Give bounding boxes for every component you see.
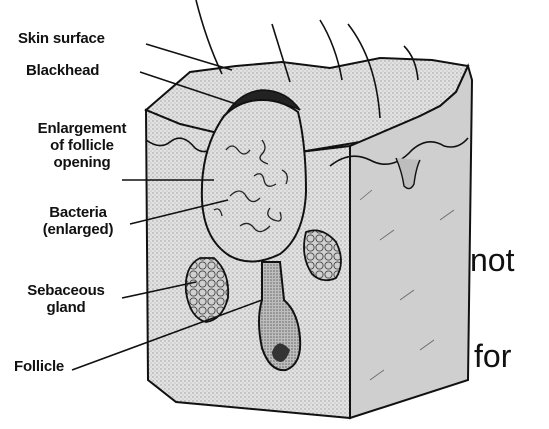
- label-bacteria-line2: (enlarged): [30, 221, 126, 238]
- leader-skin-surface: [146, 44, 232, 70]
- label-skin-surface: Skin surface: [18, 30, 105, 47]
- label-blackhead: Blackhead: [26, 62, 99, 79]
- side-text-not: not: [470, 242, 514, 278]
- label-bacteria: Bacteria (enlarged): [30, 204, 126, 238]
- label-follicle: Follicle: [14, 358, 64, 375]
- label-sebaceous-line2: gland: [14, 299, 118, 316]
- label-enlargement-line1: Enlargement: [20, 120, 144, 137]
- label-enlargement-line2: of follicle: [20, 137, 144, 154]
- label-enlargement-line3: opening: [20, 154, 144, 171]
- sebaceous-gland-left: [186, 258, 228, 322]
- label-enlargement: Enlargement of follicle opening: [20, 120, 144, 171]
- label-bacteria-line1: Bacteria: [30, 204, 126, 221]
- side-text-for: for: [474, 338, 511, 374]
- label-sebaceous-line1: Sebaceous: [14, 282, 118, 299]
- label-sebaceous: Sebaceous gland: [14, 282, 118, 316]
